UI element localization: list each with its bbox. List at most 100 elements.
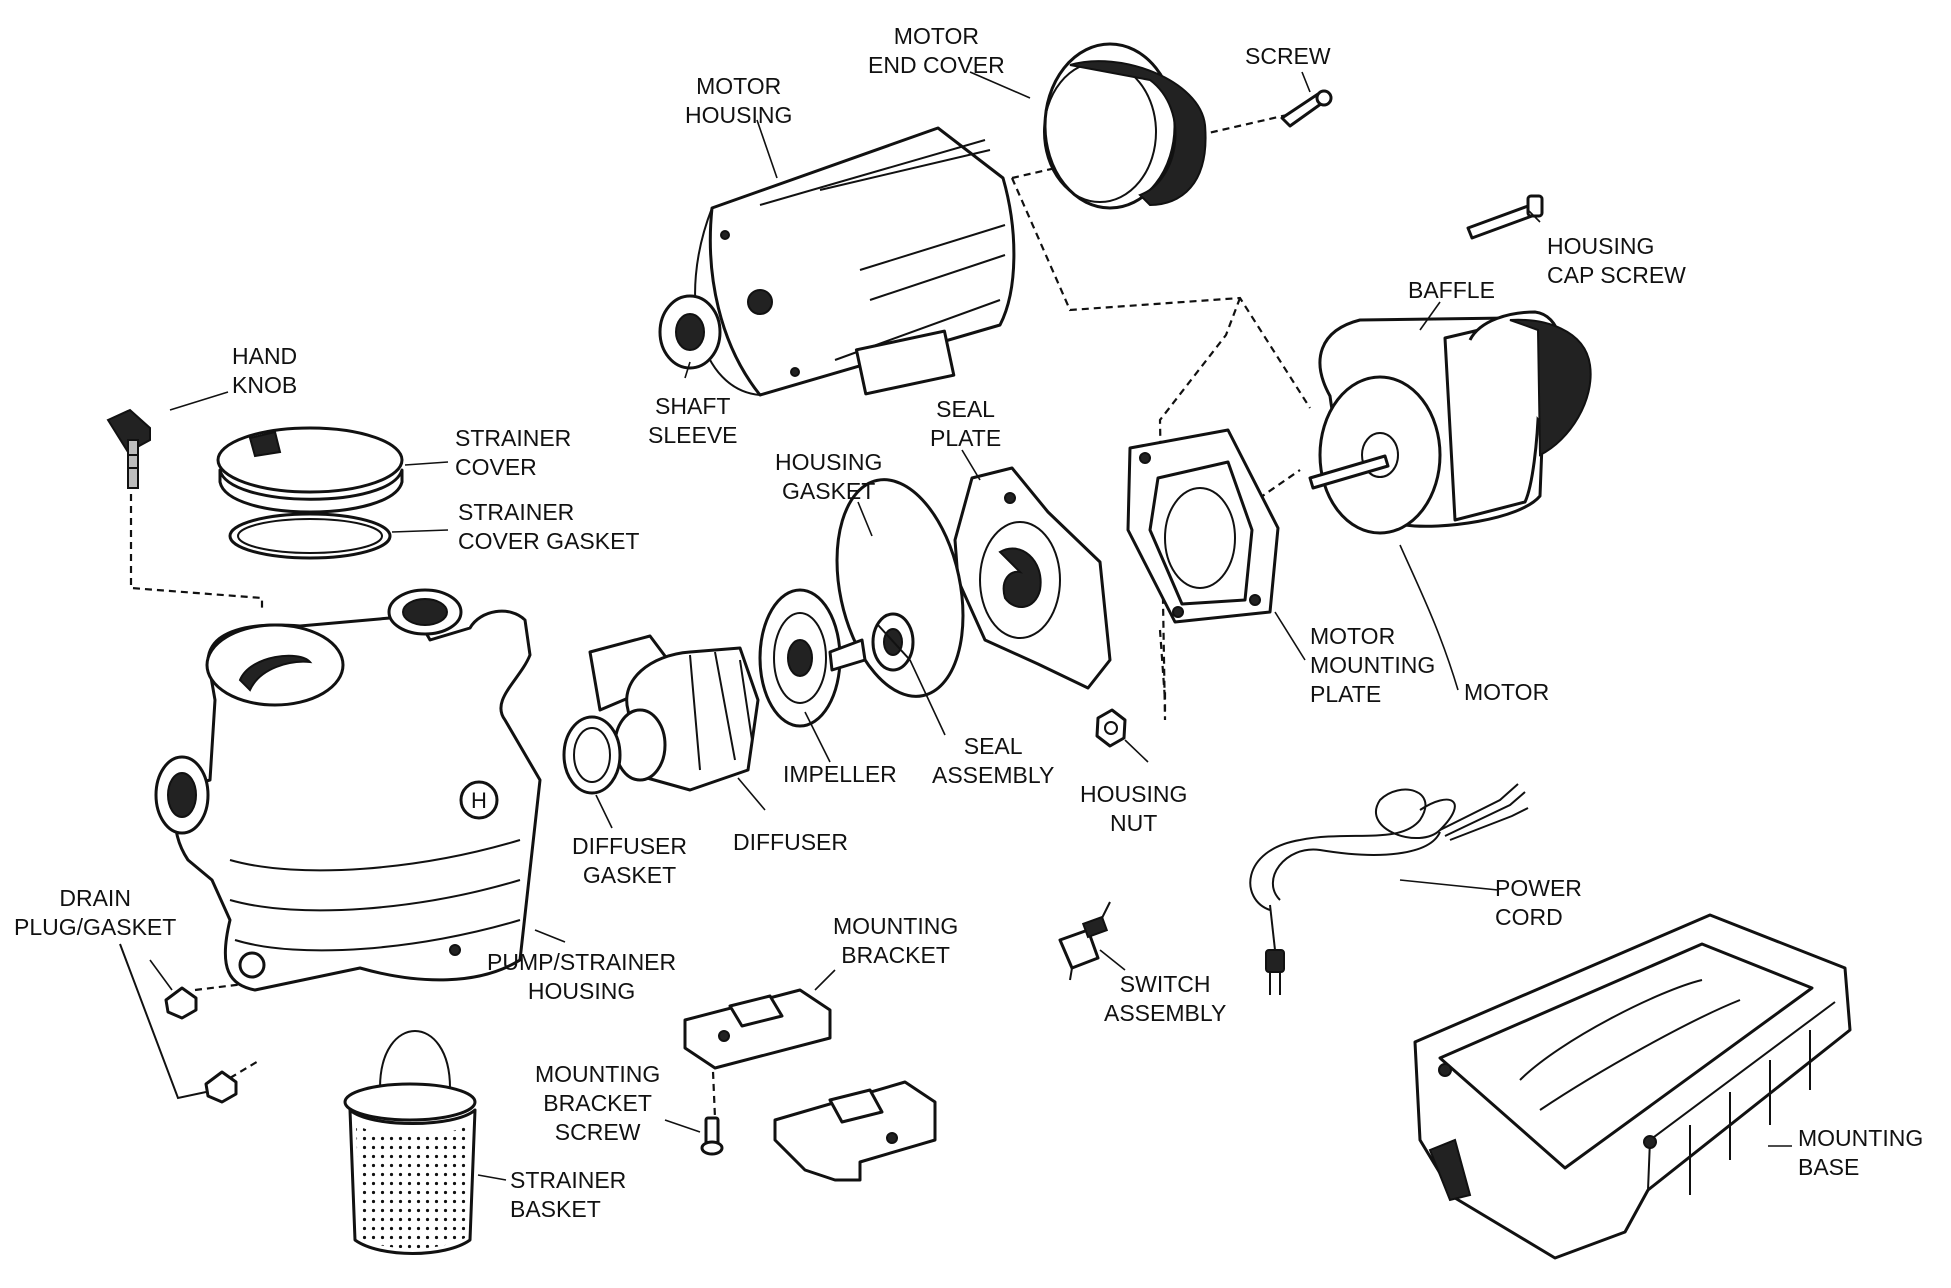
mounting-bracket-lower — [773, 1080, 937, 1182]
label-line: GASKET — [582, 862, 677, 888]
motor-mounting-plate — [1126, 428, 1280, 624]
label-line: BASKET — [510, 1196, 601, 1222]
label-line: STRAINER — [510, 1167, 627, 1193]
label-line: MOTOR — [1464, 679, 1550, 705]
label-line: SWITCH — [1119, 971, 1211, 997]
label-line: BRACKET — [841, 942, 950, 968]
label-line: ASSEMBLY — [1104, 1000, 1227, 1026]
strainer-basket — [343, 1030, 477, 1255]
label-line: STRAINER — [458, 499, 575, 525]
label-line: STRAINER — [455, 425, 572, 451]
screw — [1280, 89, 1333, 128]
label-line: HOUSING — [685, 102, 793, 128]
label-seal-plate: SEAL PLATE — [930, 395, 1001, 453]
mounting-bracket — [683, 988, 832, 1070]
motor — [1308, 310, 1592, 535]
label-housing-nut: HOUSING NUT — [1080, 780, 1187, 838]
label-motor-housing: MOTOR HOUSING — [685, 72, 792, 130]
label-line: MOUNTING — [1798, 1125, 1924, 1151]
switch-assembly — [1058, 901, 1111, 981]
label-mounting-bracket-screw: MOUNTING BRACKET SCREW — [535, 1060, 660, 1147]
label-line: SCREW — [554, 1119, 641, 1145]
drain-bracket-line — [119, 943, 207, 1100]
label-line: HOUSING — [1547, 233, 1655, 259]
label-line: COVER — [455, 454, 537, 480]
power-cord — [1249, 783, 1529, 995]
label-strainer-basket: STRAINER BASKET — [510, 1166, 626, 1224]
seal-plate — [953, 466, 1112, 690]
motor-housing — [658, 126, 1016, 397]
label-line: COVER GASKET — [458, 528, 640, 554]
pump-strainer-housing: H — [154, 588, 542, 992]
drain-plug-gasket — [164, 986, 238, 1104]
leader-lines — [149, 71, 1792, 1181]
label-line: DIFFUSER — [733, 829, 848, 855]
label-line: DIFFUSER — [572, 833, 687, 859]
label-line: HOUSING — [775, 449, 883, 475]
label-switch-assembly: SWITCH ASSEMBLY — [1104, 970, 1226, 1028]
hand-knob — [106, 408, 151, 489]
label-line: BASE — [1798, 1154, 1860, 1180]
label-drain-plug-gasket: DRAIN PLUG/GASKET — [14, 884, 176, 942]
label-diffuser-gasket: DIFFUSER GASKET — [572, 832, 687, 890]
label-line: KNOB — [232, 372, 298, 398]
label-baffle: BAFFLE — [1408, 276, 1495, 305]
housing-cap-screw — [1466, 194, 1544, 240]
diffuser-gasket — [562, 715, 622, 795]
label-line: MOUNTING — [535, 1061, 661, 1087]
label-line: SEAL — [963, 733, 1023, 759]
label-housing-cap-screw: HOUSING CAP SCREW — [1547, 232, 1686, 290]
label-screw: SCREW — [1245, 42, 1331, 71]
label-line: PLUG/GASKET — [14, 914, 177, 940]
label-line: IMPELLER — [783, 761, 897, 787]
strainer-cover — [216, 426, 404, 514]
label-line: ASSEMBLY — [932, 762, 1055, 788]
label-impeller: IMPELLER — [783, 760, 897, 789]
label-line: SCREW — [1245, 43, 1331, 69]
housing-nut — [1095, 708, 1127, 748]
label-line: NUT — [1110, 810, 1158, 836]
label-line: HOUSING — [527, 978, 636, 1004]
mounting-bracket-screw — [700, 1116, 724, 1156]
label-motor-end-cover: MOTOR END COVER — [868, 22, 1005, 80]
label-line: CORD — [1495, 904, 1563, 930]
label-line: SHAFT — [655, 393, 731, 419]
label-motor: MOTOR — [1464, 678, 1549, 707]
label-line: PLATE — [1310, 681, 1382, 707]
label-line: SLEEVE — [648, 422, 738, 448]
label-line: MOUNTING — [1310, 652, 1436, 678]
label-line: SEAL — [936, 396, 995, 422]
label-line: MOUNTING — [833, 913, 959, 939]
label-line: HOUSING — [1080, 781, 1188, 807]
label-line: GASKET — [782, 478, 876, 504]
label-line: BRACKET — [543, 1090, 652, 1116]
label-line: MOTOR — [893, 23, 979, 49]
label-hand-knob: HAND KNOB — [232, 342, 297, 400]
diffuser — [588, 634, 760, 792]
label-line: BAFFLE — [1408, 277, 1495, 303]
impeller — [758, 588, 867, 728]
label-line: MOTOR — [1310, 623, 1396, 649]
seal-assembly — [871, 612, 915, 672]
label-line: PLATE — [930, 425, 1002, 451]
strainer-cover-gasket — [228, 512, 392, 560]
label-power-cord: POWER CORD — [1495, 874, 1582, 932]
label-housing-gasket: HOUSING GASKET — [775, 448, 882, 506]
label-strainer-cover: STRAINER COVER — [455, 424, 571, 482]
label-shaft-sleeve: SHAFT SLEEVE — [648, 392, 738, 450]
label-line: MOTOR — [696, 73, 782, 99]
label-line: DRAIN — [59, 885, 131, 911]
label-line: PUMP/STRAINER — [487, 949, 677, 975]
label-line: END COVER — [868, 52, 1005, 78]
mounting-base — [1413, 913, 1852, 1260]
label-pump-strainer-housing: PUMP/STRAINER HOUSING — [487, 948, 676, 1006]
label-line: HAND — [232, 343, 298, 369]
motor-end-cover — [1043, 42, 1207, 210]
label-diffuser: DIFFUSER — [733, 828, 848, 857]
label-line: CAP SCREW — [1547, 262, 1686, 288]
housing-gasket — [835, 478, 965, 698]
label-mounting-base: MOUNTING BASE — [1798, 1124, 1923, 1182]
svg-text:H: H — [471, 788, 487, 813]
label-mounting-bracket: MOUNTING BRACKET — [833, 912, 958, 970]
